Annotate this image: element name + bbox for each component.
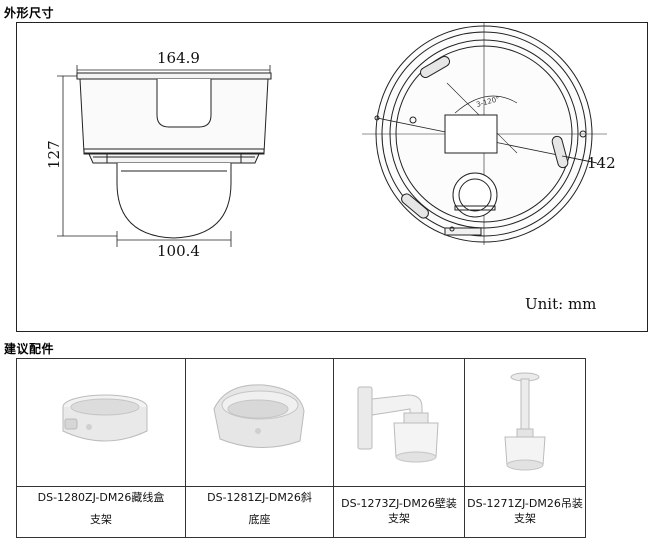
accessory-image-junction-box (16, 358, 186, 487)
junction-box-image (62, 394, 148, 442)
side-height-label: 127 (45, 140, 63, 169)
accessory-type: 支架 (388, 512, 410, 525)
accessory-caption: DS-1273ZJ-DM26壁装 支架 (333, 486, 465, 538)
accessory-image-inclined-base (185, 358, 334, 487)
side-width-label: 164.9 (157, 49, 200, 67)
accessory-image-row (16, 358, 586, 487)
accessory-type: 底座 (248, 513, 271, 526)
top-view (362, 23, 607, 245)
side-view (57, 65, 272, 247)
dimensions-heading: 外形尺寸 (4, 6, 55, 20)
accessory-caption: DS-1280ZJ-DM26藏线盒 支架 (16, 486, 186, 538)
accessory-model: DS-1273ZJ-DM26壁装 (341, 497, 457, 510)
dimension-drawing: 164.9 100.4 127 (16, 22, 648, 332)
top-diameter-label: 142 (587, 154, 616, 172)
accessory-type: 支架 (514, 512, 536, 525)
wall-mount-image (357, 386, 439, 463)
accessory-model: DS-1280ZJ-DM26藏线盒 (37, 491, 165, 504)
accessory-caption: DS-1271ZJ-DM26吊装 支架 (464, 486, 586, 538)
accessories-table: DS-1280ZJ-DM26藏线盒 支架 DS-1281ZJ-DM26斜 底座 … (16, 358, 586, 538)
technical-drawing: 164.9 100.4 127 (45, 23, 616, 313)
accessory-model: DS-1271ZJ-DM26吊装 (467, 497, 583, 510)
accessory-model: DS-1281ZJ-DM26斜 (207, 491, 312, 504)
unit-label: Unit: mm (525, 295, 596, 313)
dome-width-label: 100.4 (157, 242, 200, 260)
accessory-image-pendant-mount (464, 358, 586, 487)
accessories-heading: 建议配件 (4, 342, 55, 356)
accessory-image-wall-mount (333, 358, 465, 487)
pendant-mount-image (504, 372, 546, 471)
accessory-type: 支架 (90, 513, 112, 526)
accessory-caption: DS-1281ZJ-DM26斜 底座 (185, 486, 334, 538)
inclined-base-image (213, 384, 305, 448)
accessory-caption-row: DS-1280ZJ-DM26藏线盒 支架 DS-1281ZJ-DM26斜 底座 … (16, 486, 586, 538)
